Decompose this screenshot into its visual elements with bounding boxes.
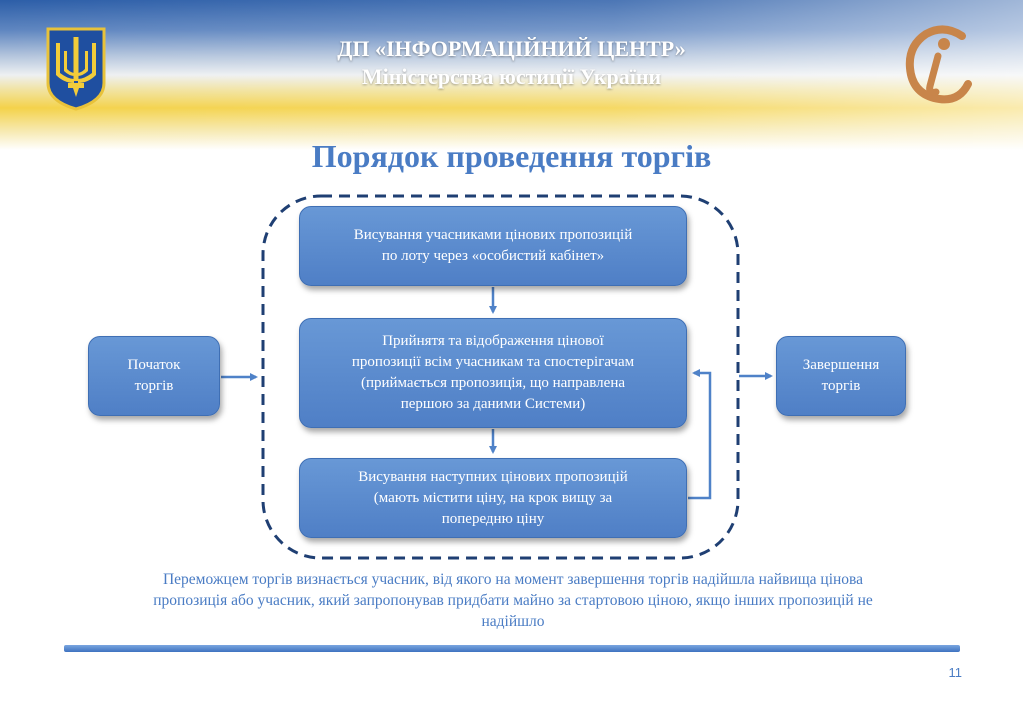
start-node-line: Початок [127, 357, 181, 373]
step-line: Висування учасниками цінових пропозицій [353, 227, 633, 243]
winner-footnote: Переможцем торгів визнається учасник, ві… [78, 569, 948, 632]
org-name-line2: Міністерства юстиції України [361, 64, 662, 89]
step-accept-display-offer: Прийнятя та відображення цінової пропози… [299, 318, 687, 428]
step-line: пропозиції всім учасникам та спостерігач… [351, 354, 635, 370]
end-node-line: торгів [821, 378, 861, 394]
end-node: Завершення торгів [776, 336, 906, 416]
start-node: Початок торгів [88, 336, 220, 416]
step-line: першою за даними Системи) [400, 396, 586, 412]
loop-boundary [261, 194, 740, 560]
info-center-logo-icon [905, 25, 972, 104]
step-line: (мають містити ціну, на крок вищу за [373, 489, 613, 506]
step-line: Прийнятя та відображення цінової [382, 333, 604, 349]
footnote-line: Переможцем торгів визнається учасник, ві… [162, 571, 864, 588]
page-number: 11 [948, 665, 963, 680]
footer-rule [64, 645, 960, 652]
footnote-line: надійшло [481, 613, 545, 630]
step-next-offers: Висування наступних цінових пропозицій (… [299, 458, 687, 538]
tryzub-icon [46, 27, 106, 111]
start-node-line: торгів [134, 378, 174, 394]
step-submit-offers: Висування учасниками цінових пропозицій … [299, 206, 687, 286]
step-line: Висування наступних цінових пропозицій [358, 468, 628, 485]
step-line: попередню ціну [441, 510, 545, 527]
header-banner-fade [0, 0, 1023, 150]
org-name-line1: ДП «ІНФОРМАЦІЙНИЙ ЦЕНТР» [337, 36, 686, 61]
step-line: (приймається пропозиція, що направлена [360, 375, 626, 391]
arrow-loop-back [688, 369, 712, 500]
footnote-line: пропозиція або учасник, який запропонува… [153, 592, 873, 609]
end-node-line: Завершення [802, 357, 880, 373]
slide-title: Порядок проведення торгів [311, 138, 712, 174]
step-line: по лоту через «особистий кабінет» [381, 248, 605, 264]
